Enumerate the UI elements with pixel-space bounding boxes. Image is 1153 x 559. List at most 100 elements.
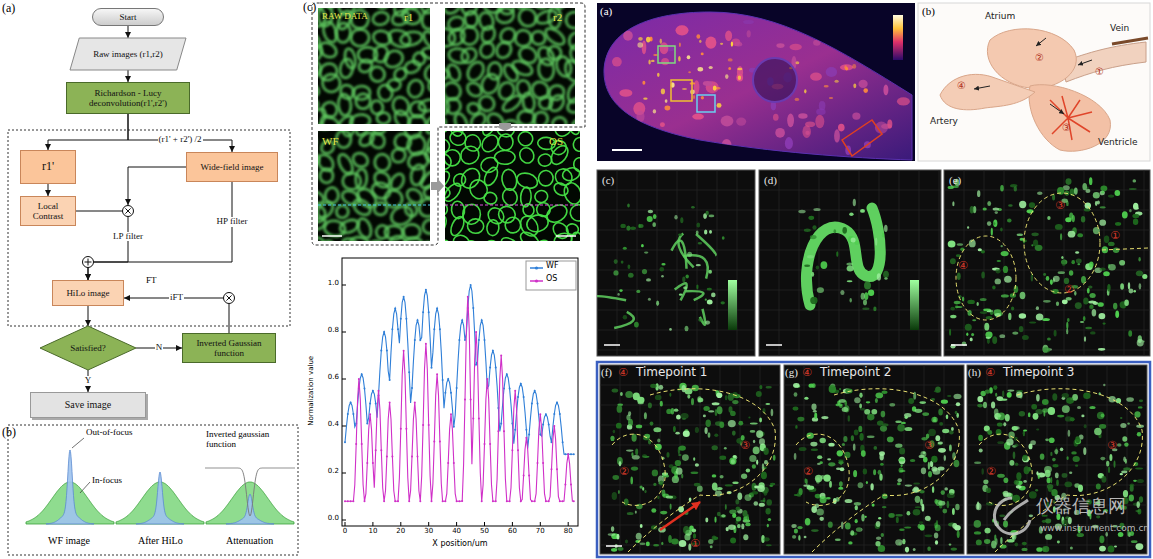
signal-blob: [773, 455, 776, 461]
scale-bar: [951, 344, 967, 346]
wf-profile-marker: [411, 387, 413, 389]
signal-blob: [725, 74, 728, 79]
wf-profile-marker: [562, 441, 564, 443]
signal-blob: [670, 504, 672, 510]
signal-blob: [660, 39, 662, 44]
signal-blob: [787, 113, 794, 127]
signal-blob: [1066, 178, 1072, 185]
label-text: After HiLo: [138, 535, 183, 546]
wf-profile-marker: [489, 366, 491, 368]
callout-number: ②: [986, 466, 996, 478]
cell-membrane: [531, 109, 551, 124]
signal-blob: [844, 452, 850, 458]
signal-blob: [1115, 311, 1119, 319]
signal-blob: [896, 517, 899, 523]
cell-membrane: [445, 151, 454, 172]
signal-blob: [617, 293, 619, 296]
signal-blob: [1008, 204, 1013, 207]
signal-blob: [673, 426, 676, 432]
render-grid: [597, 190, 755, 191]
wf-profile-marker: [573, 453, 575, 455]
cell-membrane: [463, 133, 483, 154]
signal-blob: [703, 406, 709, 411]
signal-blob: [985, 528, 991, 534]
axis-tick: [400, 522, 401, 526]
label-text: Timepoint 1: [636, 366, 707, 379]
signal-blob: [932, 486, 934, 493]
signal-blob: [634, 322, 639, 328]
signal-blob: [1129, 209, 1132, 212]
signal-blob: [860, 209, 865, 213]
signal-blob: [691, 398, 694, 405]
signal-blob: [978, 435, 983, 441]
watermark-logo: [1004, 500, 1028, 520]
os-profile-marker: [556, 468, 558, 470]
signal-blob: [660, 122, 665, 127]
signal-blob: [996, 269, 1001, 274]
signal-blob: [630, 227, 636, 230]
os-profile-marker: [525, 437, 527, 439]
signal-blob: [712, 474, 717, 477]
cell-membrane: [501, 93, 524, 114]
wf-profile-marker: [386, 350, 388, 352]
cell-membrane: [462, 238, 481, 241]
wf-profile-marker: [403, 296, 405, 298]
signal-blob: [965, 324, 972, 331]
signal-blob: [811, 506, 817, 513]
signal-blob: [986, 488, 991, 494]
signal-blob: [732, 430, 736, 435]
signal-blob: [614, 259, 618, 264]
render-panel: [944, 170, 1150, 356]
signal-blob: [701, 53, 704, 56]
signal-blob: [766, 386, 772, 389]
signal-blob: [879, 473, 882, 480]
callout-number: ④: [802, 367, 812, 379]
wf-profile-marker: [539, 434, 541, 436]
signal-blob: [1129, 495, 1134, 502]
label-text: 10: [363, 528, 383, 536]
node-text: Richardson - Lucy deconvolution(r1',r2'): [71, 88, 185, 109]
signal-blob: [731, 42, 733, 47]
signal-blob: [725, 395, 728, 400]
os-profile-marker: [573, 500, 575, 502]
axis-tick: [512, 522, 513, 526]
os-profile-marker: [500, 355, 502, 357]
render-grid: [784, 405, 964, 406]
signal-blob: [618, 547, 624, 551]
signal-blob: [773, 114, 779, 121]
os-profile-marker: [428, 424, 430, 426]
signal-blob: [738, 76, 741, 81]
render-panel: [597, 170, 755, 356]
signal-blob: [698, 67, 704, 71]
signal-blob: [692, 114, 704, 120]
signal-blob: [852, 113, 860, 120]
signal-blob: [843, 436, 847, 442]
sum-symbol: [83, 257, 94, 268]
signal-blob: [856, 527, 862, 532]
signal-blob: [877, 273, 881, 280]
roi-box: [671, 80, 692, 101]
watermark-logo: [994, 498, 1030, 534]
render-grid: [824, 365, 825, 554]
signal-blob: [741, 474, 747, 479]
signal-blob: [862, 308, 869, 310]
signal-blob: [794, 494, 801, 496]
signal-blob: [1035, 489, 1038, 492]
region-outline: [628, 389, 775, 552]
signal-blob: [1106, 461, 1109, 467]
signal-blob: [810, 235, 817, 239]
cell-membrane: [355, 169, 367, 190]
region-outline: [956, 236, 1016, 320]
signal-blob: [816, 265, 819, 269]
heart-tube: [806, 208, 880, 305]
render-grid: [759, 190, 941, 191]
os-profile-marker: [436, 373, 438, 375]
cell-membrane: [445, 98, 461, 115]
roi-box: [697, 95, 715, 112]
signal-blob: [1124, 442, 1128, 446]
render-grid: [1104, 170, 1105, 356]
signal-blob: [1081, 415, 1084, 418]
signal-blob: [1135, 510, 1140, 512]
signal-blob: [636, 533, 642, 540]
